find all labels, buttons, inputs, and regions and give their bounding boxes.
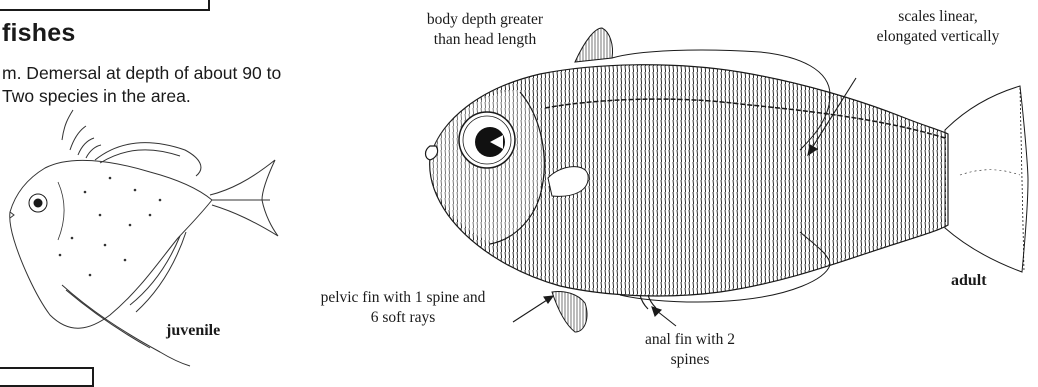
annotation-anal-fin-line-2: spines [610,350,770,370]
adult-label: adult [951,272,987,290]
annotation-scales: scales linear, elongated vertically [838,7,1038,47]
annotation-scales-line-2: elongated vertically [838,27,1038,47]
annotation-anal-fin: anal fin with 2 spines [610,330,770,370]
annotation-scales-line-1: scales linear, [838,7,1038,27]
annotation-anal-fin-line-1: anal fin with 2 [610,330,770,350]
annotation-body-depth-line-1: body depth greater [385,10,585,30]
annotation-pelvic-fin-line-2: 6 soft rays [290,308,516,328]
juvenile-fish-drawing [10,110,278,366]
juvenile-label: juvenile [166,322,220,340]
annotation-pelvic-fin: pelvic fin with 1 spine and 6 soft rays [290,288,516,328]
illustration-canvas [0,0,1038,374]
annotation-body-depth-line-2: than head length [385,30,585,50]
annotation-pelvic-fin-line-1: pelvic fin with 1 spine and [290,288,516,308]
adult-fish-drawing [426,28,1029,332]
annotation-body-depth: body depth greater than head length [385,10,585,50]
